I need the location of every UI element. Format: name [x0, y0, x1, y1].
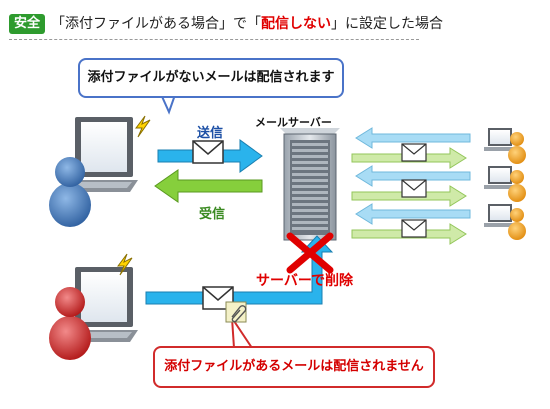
- delete-x-icon: [286, 232, 334, 274]
- title-highlight: 配信しない: [261, 16, 331, 32]
- server-label: メールサーバー: [255, 116, 332, 129]
- page-title: 「添付ファイルがある場合」で「配信しない」に設定した場合: [51, 13, 443, 35]
- recipient-pc-2: [484, 166, 526, 202]
- deleted-on-server-label: サーバーで削除: [256, 273, 354, 289]
- person-icon: [508, 132, 526, 164]
- server-icon: [280, 128, 340, 241]
- laptop-icon: [58, 117, 138, 192]
- envelope-icon: [192, 140, 224, 164]
- lightning-icon: [135, 115, 151, 138]
- heading-divider: [9, 39, 419, 40]
- paperclip-icon: [225, 301, 247, 323]
- send-label: 送信: [197, 126, 224, 141]
- laptop-icon: [484, 166, 514, 189]
- recipient-row-1: [351, 127, 471, 169]
- laptop-icon: [484, 128, 514, 151]
- receive-label: 受信: [199, 207, 226, 222]
- recipient-pc-3: [484, 204, 526, 240]
- envelope-icon: [401, 143, 427, 162]
- laptop-icon: [484, 204, 514, 227]
- envelope-icon: [401, 219, 427, 238]
- recipient-row-3: [351, 203, 471, 245]
- title-part-2: 」に設定した場合: [331, 16, 443, 32]
- recipient-row-2: [351, 165, 471, 207]
- envelope-icon: [401, 179, 427, 198]
- person-icon: [49, 287, 91, 360]
- title-part-1: 「添付ファイルがある場合」で「: [51, 16, 261, 32]
- person-icon: [508, 208, 526, 240]
- lightning-icon: [117, 253, 133, 276]
- person-icon: [49, 157, 91, 227]
- callout-no-attachment: 添付ファイルがないメールは配信されます: [78, 58, 344, 98]
- laptop-icon: [58, 267, 138, 342]
- callout-with-attachment: 添付ファイルがあるメールは配信されません: [153, 346, 435, 388]
- receive-arrow: [154, 169, 263, 203]
- person-icon: [508, 170, 526, 202]
- security-badge: 安全: [9, 14, 45, 34]
- recipient-pc-1: [484, 128, 526, 164]
